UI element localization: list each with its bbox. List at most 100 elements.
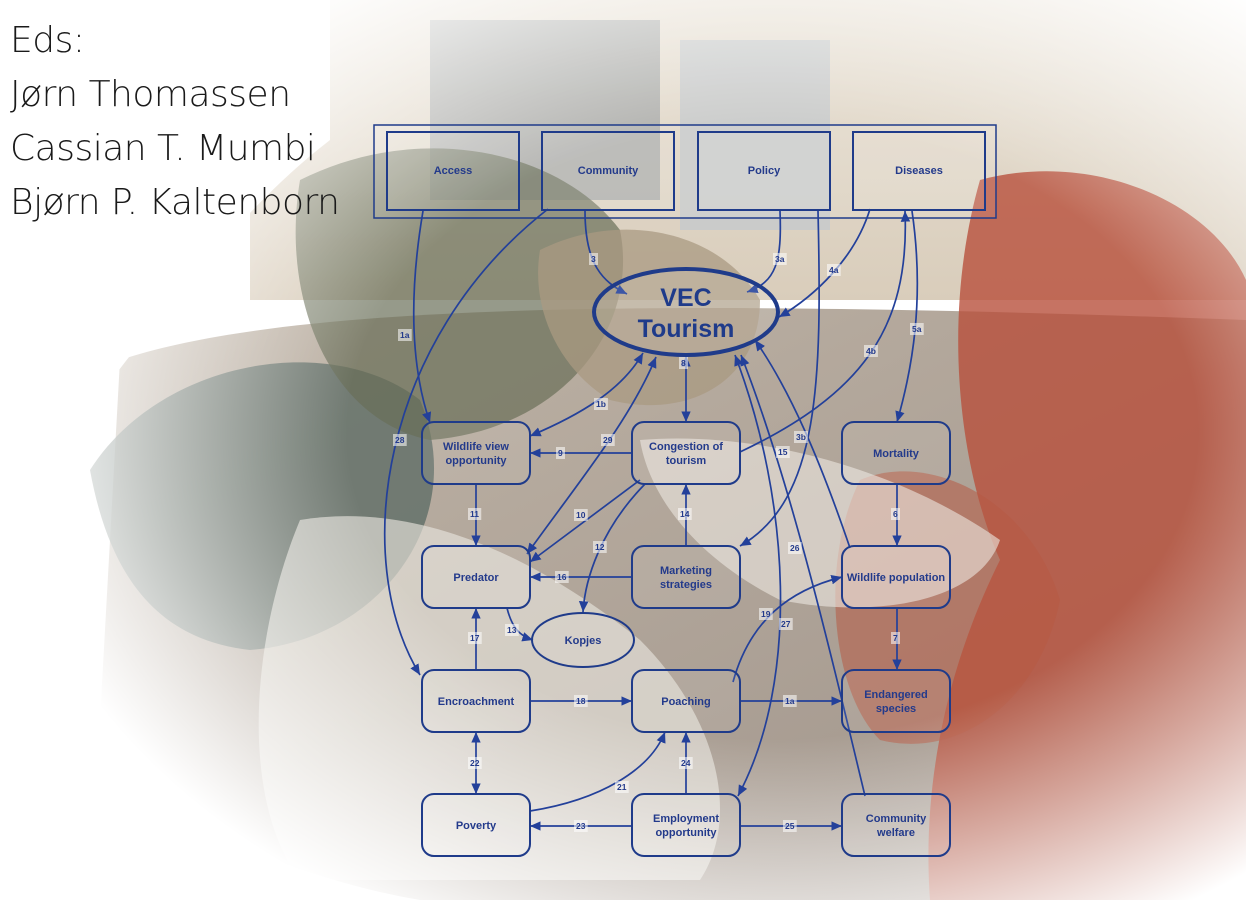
edge-label-halo — [468, 508, 482, 520]
node-congestion-of-tourism: Congestion of tourism — [631, 421, 741, 485]
edge-label-halo — [615, 781, 629, 793]
node-access: Access — [386, 131, 520, 211]
edge-label-halo — [891, 508, 900, 520]
node-encroachment: Encroachment — [421, 669, 531, 733]
node-vec-tourism: VEC Tourism — [592, 267, 780, 357]
node-label: opportunity — [445, 455, 507, 467]
edge-3-community-vec — [584, 210, 628, 295]
edge-label-halo — [773, 253, 787, 265]
edge-label: 14 — [680, 509, 690, 519]
edge-label: 29 — [603, 435, 613, 445]
edge-label-halo — [601, 434, 615, 446]
edge-labels: 1a 28 3 3a 4a 5a 4b 8 1b 29 9 3b 15 11 1… — [393, 253, 924, 832]
edge-label: 11 — [470, 509, 479, 519]
edge-3b-policy-marketing — [739, 210, 821, 547]
edge-label: 13 — [507, 625, 517, 635]
node-policy: Policy — [697, 131, 831, 211]
node-community-welfare: Community welfare — [841, 793, 951, 857]
vec-label: VEC — [660, 284, 711, 312]
edge-label: 8 — [681, 358, 686, 368]
edge-5a-diseases-mortality — [895, 210, 919, 423]
edge-label: 27 — [781, 619, 791, 629]
edge-label: 25 — [785, 821, 795, 831]
edge-label: 18 — [576, 696, 586, 706]
node-employment-opportunity: Employment opportunity — [631, 793, 741, 857]
edge-26-community-welfare-vec — [740, 354, 866, 797]
edge-label-halo — [556, 447, 565, 459]
edge-label: 17 — [470, 633, 480, 643]
tourism-label: Tourism — [638, 315, 735, 343]
editors-block: Eds: Jørn Thomassen Cassian T. Mumbi Bjø… — [10, 14, 340, 230]
node-label: Congestion of — [649, 441, 723, 453]
node-endangered-species: Endangered species — [841, 669, 951, 733]
node-label: opportunity — [655, 827, 717, 839]
edge-label-halo — [574, 509, 588, 521]
edge-label-halo — [393, 434, 407, 446]
node-label: strategies — [660, 579, 712, 591]
editor-name: Jørn Thomassen — [10, 74, 291, 115]
edge-label-halo — [593, 541, 607, 553]
editors-heading: Eds: — [10, 20, 85, 61]
edge-label: 21 — [617, 782, 627, 792]
edge-1b-vec-wildlife-view — [529, 352, 644, 437]
node-diseases: Diseases — [852, 131, 986, 211]
edge-label: 10 — [576, 510, 586, 520]
edge-label-halo — [594, 398, 608, 410]
edge-label-halo — [574, 820, 588, 832]
edge-label-halo — [468, 757, 482, 769]
edge-label: 9 — [558, 448, 563, 458]
edge-label: 19 — [761, 609, 771, 619]
node-predator: Predator — [421, 545, 531, 609]
edge-label-halo — [776, 446, 790, 458]
node-poaching: Poaching — [631, 669, 741, 733]
edge-3a-policy-vec — [746, 210, 782, 294]
edge-label: 12 — [595, 542, 605, 552]
node-label: Access — [434, 165, 473, 177]
node-label: species — [876, 703, 916, 715]
node-label: Employment — [653, 813, 719, 825]
node-label: Policy — [748, 165, 781, 177]
editor-name: Cassian T. Mumbi — [10, 128, 316, 169]
edge-label-halo — [794, 431, 808, 443]
node-wildlife-view-opportunity: Wildlife view opportunity — [421, 421, 531, 485]
editor-name: Bjørn P. Kaltenborn — [10, 182, 340, 223]
edge-label: 4a — [829, 265, 839, 275]
edge-28-community-encroachment — [383, 208, 549, 676]
node-label: Diseases — [895, 165, 943, 177]
node-label: Mortality — [873, 448, 920, 460]
node-label: Marketing — [660, 565, 712, 577]
edge-label-halo — [783, 695, 797, 707]
node-label: welfare — [876, 827, 915, 839]
edge-label-halo — [574, 695, 588, 707]
node-label: Poverty — [456, 820, 497, 832]
node-label: Encroachment — [438, 696, 515, 708]
edge-label: 3b — [796, 432, 806, 442]
edge-label: 23 — [576, 821, 586, 831]
edge-label-halo — [468, 632, 482, 644]
edge-label: 1b — [596, 399, 606, 409]
node-label: Community — [578, 165, 639, 177]
edge-label-halo — [589, 253, 598, 265]
edge-15-vec-wildlife-pop — [754, 339, 851, 549]
edge-label-halo — [759, 608, 773, 620]
edge-label-halo — [783, 820, 797, 832]
edge-29-predator-vec — [526, 356, 657, 555]
edge-label: 22 — [470, 758, 480, 768]
edge-1a-access-wildlife-view — [412, 210, 432, 424]
edge-label-halo — [891, 632, 900, 644]
edge-27-vec-employment — [734, 354, 782, 797]
edge-label-halo — [398, 329, 412, 341]
node-community: Community — [541, 131, 675, 211]
node-label: Wildlife view — [443, 441, 509, 453]
edge-label: 15 — [778, 447, 788, 457]
edge-label: 7 — [893, 633, 898, 643]
edge-label: 28 — [395, 435, 405, 445]
edge-4a-diseases-vec — [778, 208, 871, 318]
edge-label-halo — [679, 757, 693, 769]
node-wildlife-population: Wildlife population — [841, 545, 951, 609]
node-label: Predator — [453, 572, 499, 584]
edge-label: 24 — [681, 758, 691, 768]
node-marketing-strategies: Marketing strategies — [631, 545, 741, 609]
edge-label: 6 — [893, 509, 898, 519]
